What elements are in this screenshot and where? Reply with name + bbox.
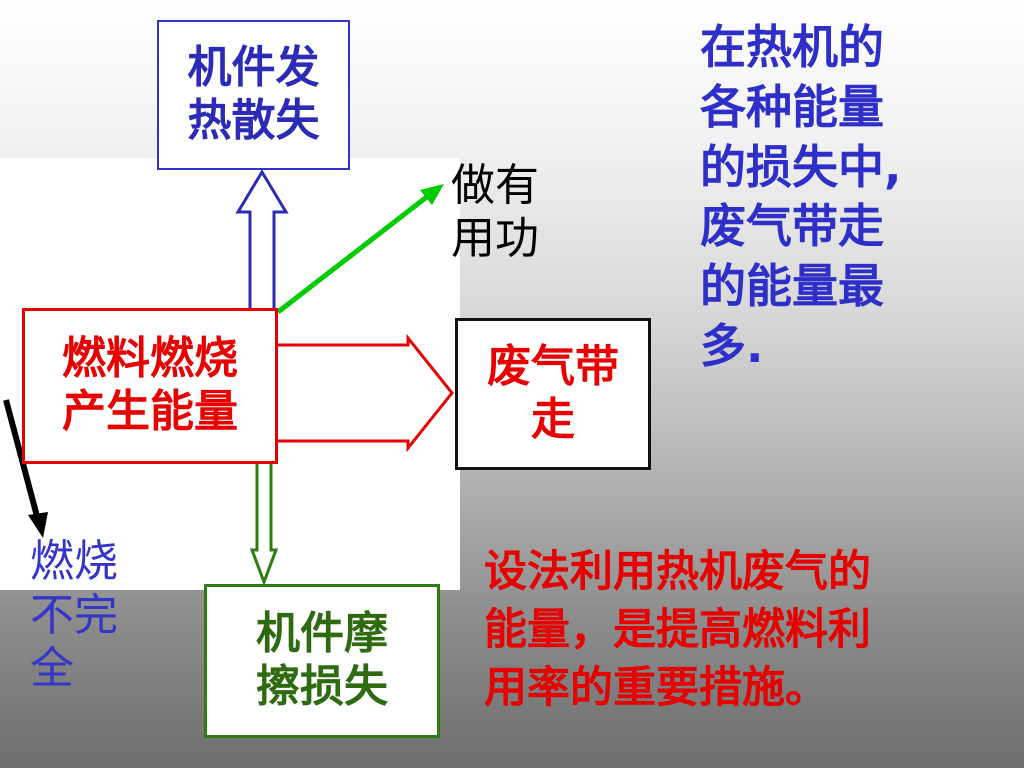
- arrow-to-heat-loss: [235, 169, 289, 314]
- note-top-line-2: 各种能量: [700, 79, 884, 134]
- friction-loss-box: 机件摩 擦损失: [204, 584, 440, 738]
- arrow-to-useful-work-head: [420, 184, 444, 205]
- note-bottom-line-3: 用率的重要措施。: [484, 663, 828, 714]
- incomplete-line-2: 不完: [30, 589, 118, 641]
- arrow-to-incomplete-head: [28, 512, 48, 538]
- arrow-to-friction: [249, 460, 279, 587]
- incomplete-combustion-label: 燃烧 不完 全: [30, 535, 118, 696]
- note-top-line-1: 在热机的: [700, 20, 884, 74]
- exhaust-box: 废气带 走: [455, 318, 651, 470]
- friction-line-2: 擦损失: [256, 661, 388, 712]
- exhaust-loss-note: 在热机的 各种能量 的损失中, 废气带走 的能量最 多.: [700, 18, 901, 377]
- fuel-line-1: 燃料燃烧: [62, 333, 238, 385]
- incomplete-line-3: 全: [30, 643, 74, 695]
- friction-line-1: 机件摩: [256, 608, 388, 660]
- fuel-combustion-box: 燃料燃烧 产生能量: [22, 308, 278, 464]
- fuel-line-2: 产生能量: [62, 386, 238, 437]
- note-top-line-4: 废气带走: [700, 199, 884, 254]
- note-bottom-line-2: 能量，是提高燃料利: [484, 605, 871, 656]
- useful-work-label: 做有 用功: [451, 160, 539, 266]
- incomplete-line-1: 燃烧: [30, 536, 118, 587]
- arrow-to-exhaust: [268, 333, 454, 453]
- heat-loss-line-2: 热散失: [187, 95, 320, 146]
- note-top-line-5: 的能量最: [700, 259, 884, 314]
- heat-loss-box: 机件发 热散失: [157, 20, 350, 170]
- note-top-line-6: 多.: [700, 318, 764, 373]
- note-bottom-line-1: 设法利用热机废气的: [484, 547, 871, 597]
- useful-work-line-1: 做有: [451, 160, 539, 211]
- exhaust-line-1: 废气带: [487, 341, 619, 393]
- useful-work-line-2: 用功: [451, 212, 539, 264]
- efficiency-measure-note: 设法利用热机废气的 能量，是提高燃料利 用率的重要措施。: [484, 543, 871, 717]
- heat-loss-line-1: 机件发: [187, 42, 320, 94]
- arrow-to-useful-work: [276, 194, 430, 314]
- note-top-line-3: 的损失中,: [700, 139, 902, 194]
- exhaust-line-2: 走: [531, 394, 575, 445]
